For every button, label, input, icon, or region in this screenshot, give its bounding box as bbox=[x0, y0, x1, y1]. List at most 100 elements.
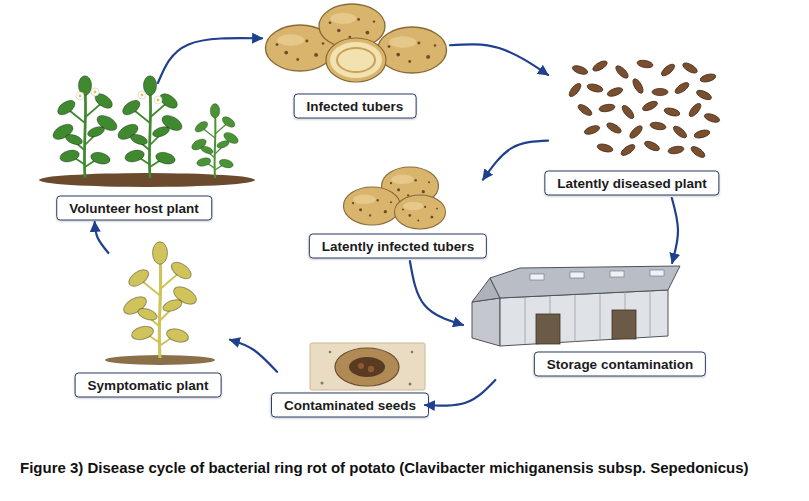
cycle-arrow bbox=[425, 380, 495, 406]
seed bbox=[614, 64, 630, 80]
seed bbox=[631, 77, 645, 94]
stage-label: Volunteer host plant bbox=[56, 196, 212, 221]
wilted-plant bbox=[121, 242, 200, 358]
flower-centre bbox=[157, 99, 160, 102]
stage-label: Infected tubers bbox=[294, 94, 417, 119]
seed bbox=[619, 143, 636, 158]
shed-front-wall bbox=[500, 290, 668, 346]
green-plant bbox=[115, 76, 184, 178]
cycle-arrow bbox=[95, 222, 109, 253]
seed bbox=[681, 61, 698, 75]
seed-pile-art bbox=[567, 59, 721, 159]
seed bbox=[620, 104, 636, 121]
seed bbox=[668, 145, 685, 155]
seed bbox=[583, 124, 600, 136]
seed bbox=[689, 145, 706, 160]
seed bbox=[687, 102, 703, 119]
potato bbox=[344, 187, 401, 225]
cycle-stage: Latently infected tubers bbox=[313, 163, 483, 261]
shed-door bbox=[612, 310, 636, 339]
cycle-arrow bbox=[158, 38, 262, 83]
shed-end-wall bbox=[472, 298, 500, 346]
seed bbox=[586, 83, 603, 94]
skylight bbox=[650, 270, 664, 276]
soil-speck bbox=[411, 351, 414, 354]
stage-label: Storage contamination bbox=[534, 352, 706, 377]
cycle-stage: Contaminated seeds bbox=[277, 341, 425, 420]
flower bbox=[91, 88, 99, 96]
shed-door bbox=[536, 314, 560, 344]
latent-tubers-art bbox=[344, 167, 446, 229]
seed bbox=[652, 89, 668, 96]
cut-potato-skin bbox=[326, 38, 386, 82]
potato bbox=[378, 27, 447, 73]
seed bbox=[672, 124, 689, 140]
skylight bbox=[530, 274, 544, 280]
soil-speck bbox=[329, 351, 332, 354]
seed bbox=[673, 81, 690, 96]
stage-label: Contaminated seeds bbox=[271, 393, 429, 418]
contaminated-seeds-art bbox=[310, 343, 425, 390]
potato bbox=[395, 195, 446, 229]
seed bbox=[643, 139, 660, 152]
seed bbox=[703, 112, 720, 124]
infected-tubers-art bbox=[266, 4, 447, 82]
flower bbox=[154, 96, 162, 104]
shed-roof bbox=[490, 266, 680, 298]
flower-centre bbox=[94, 91, 97, 94]
flower-centres bbox=[79, 91, 160, 102]
seed bbox=[660, 62, 677, 78]
stage-label: Latently infected tubers bbox=[309, 234, 487, 259]
cycle-stage: Symptomatic plant bbox=[70, 253, 230, 400]
soil-band bbox=[39, 173, 255, 187]
rot-cavity bbox=[349, 357, 385, 377]
soil-patch bbox=[310, 343, 425, 390]
seed bbox=[650, 121, 667, 131]
storage-shed-art bbox=[472, 266, 680, 346]
cut-potato-flesh bbox=[330, 42, 382, 78]
shed-siding bbox=[525, 291, 650, 344]
soil-speck bbox=[409, 383, 412, 386]
cycle-stage: Latently diseased plant bbox=[548, 58, 720, 198]
cycle-arrow bbox=[410, 261, 463, 325]
symptomatic-plant-art bbox=[105, 242, 215, 365]
rotten-tuber bbox=[335, 348, 399, 386]
seed bbox=[606, 86, 623, 98]
skylight bbox=[610, 271, 624, 277]
green-plant bbox=[50, 76, 119, 178]
seed bbox=[567, 82, 583, 99]
cycle-arrow bbox=[672, 198, 678, 263]
soil-speck bbox=[321, 382, 324, 385]
seed bbox=[637, 59, 654, 69]
cycle-arrow bbox=[483, 141, 548, 180]
flowers bbox=[76, 88, 162, 104]
seed bbox=[693, 129, 710, 140]
rot-lump bbox=[358, 363, 364, 369]
seed bbox=[599, 103, 616, 113]
ring-rot-ring bbox=[337, 48, 375, 72]
seed bbox=[576, 103, 593, 118]
seed bbox=[628, 124, 644, 140]
flower-centre bbox=[141, 94, 144, 97]
cycle-arrow bbox=[450, 44, 548, 74]
stage-label: Symptomatic plant bbox=[75, 373, 222, 398]
cycle-stage: Infected tubers bbox=[262, 5, 450, 120]
cycle-stage: Volunteer host plant bbox=[38, 83, 256, 222]
flower-centre bbox=[79, 95, 82, 98]
cycle-arrow bbox=[230, 340, 277, 372]
flower bbox=[76, 92, 84, 100]
figure-caption: Figure 3) Disease cycle of bacterial rin… bbox=[20, 459, 749, 476]
seed bbox=[571, 64, 588, 76]
stage-label: Latently diseased plant bbox=[544, 171, 719, 196]
seed bbox=[663, 107, 680, 118]
volunteer-plant-art bbox=[39, 76, 255, 187]
seed bbox=[591, 59, 608, 73]
seed bbox=[699, 73, 716, 84]
seed bbox=[605, 121, 622, 135]
seed bbox=[596, 143, 613, 154]
cycle-stage: Storage contamination bbox=[463, 263, 712, 380]
green-plant bbox=[190, 104, 240, 178]
seed bbox=[641, 99, 658, 112]
flower bbox=[138, 91, 146, 99]
